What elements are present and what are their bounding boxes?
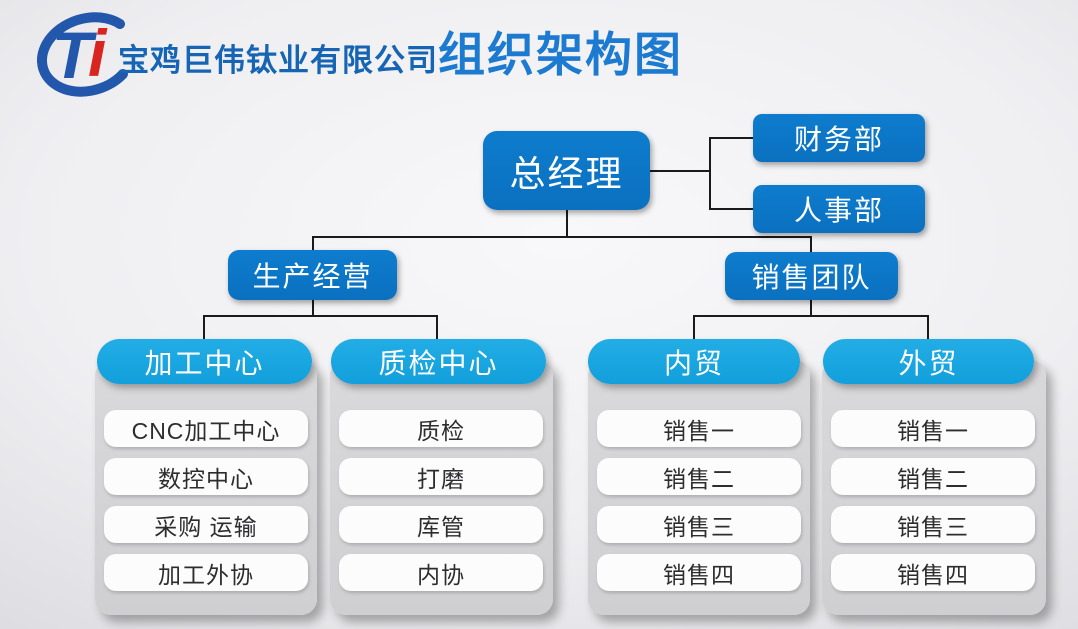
org-node-label: 财务部 [793, 124, 884, 155]
org-item-label: 采购 运输 [154, 513, 258, 540]
org-item-label: 销售三 [663, 513, 735, 540]
org-item: 销售一 [597, 410, 801, 447]
org-item: 质检 [339, 410, 543, 447]
org-item: 销售三 [831, 506, 1035, 543]
org-node-hr-dept: 人事部 [753, 185, 925, 233]
connector-line [709, 137, 753, 139]
org-item: 打磨 [339, 458, 543, 495]
org-node-label: 销售团队 [751, 262, 872, 293]
org-item: 内协 [339, 554, 543, 591]
org-item-label: 销售三 [897, 513, 969, 540]
org-item-label: CNC加工中心 [131, 417, 281, 444]
connector-line [693, 315, 929, 317]
org-item: 采购 运输 [104, 506, 308, 543]
org-item-label: 数控中心 [158, 465, 254, 492]
group-header-label: 内贸 [663, 347, 724, 379]
connector-line [312, 236, 314, 251]
org-item: CNC加工中心 [104, 410, 308, 447]
connector-line [203, 315, 438, 317]
org-item: 销售一 [831, 410, 1035, 447]
group-header-processing: 加工中心 [97, 339, 312, 384]
org-node-label: 总经理 [509, 152, 624, 194]
org-item: 数控中心 [104, 458, 308, 495]
org-node-general-manager: 总经理 [483, 131, 650, 210]
connector-line [312, 300, 314, 316]
connector-line [709, 137, 711, 210]
group-header-label: 加工中心 [144, 347, 265, 379]
company-name: 宝鸡巨伟钛业有限公司 [118, 43, 438, 78]
connector-line [566, 210, 568, 238]
group-header-foreign: 外贸 [823, 339, 1034, 384]
org-item: 加工外协 [104, 554, 308, 591]
connector-line [693, 315, 695, 340]
org-item-label: 销售四 [897, 561, 969, 588]
org-item-label: 质检 [417, 417, 465, 444]
logo-swoosh-icon [37, 12, 128, 97]
org-item: 销售二 [831, 458, 1035, 495]
connector-line [650, 170, 710, 172]
org-node-finance-dept: 财务部 [753, 114, 925, 162]
connector-line [810, 236, 812, 253]
connector-line [709, 208, 753, 210]
company-logo-icon: T i [37, 12, 128, 97]
org-item-label: 销售一 [663, 417, 735, 444]
org-item: 库管 [339, 506, 543, 543]
org-node-production: 生产经营 [228, 250, 397, 300]
logo-letter-t: T [52, 18, 97, 92]
connector-line [312, 236, 812, 238]
org-item-label: 加工外协 [158, 561, 254, 588]
org-item-label: 库管 [417, 513, 465, 540]
org-item-label: 销售一 [897, 417, 969, 444]
org-node-sales-team: 销售团队 [725, 252, 898, 300]
org-item: 销售四 [831, 554, 1035, 591]
connector-line [927, 315, 929, 340]
logo-letter-i: i [88, 16, 108, 90]
org-item: 销售二 [597, 458, 801, 495]
group-header-label: 外贸 [898, 347, 959, 379]
page-title: 组织架构图 [438, 28, 683, 81]
org-item-label: 销售二 [663, 465, 735, 492]
org-item: 销售三 [597, 506, 801, 543]
org-item-label: 打磨 [417, 465, 465, 492]
header: 宝鸡巨伟钛业有限公司组织架构图 [118, 16, 683, 85]
org-item-label: 销售四 [663, 561, 735, 588]
group-header-domestic: 内贸 [588, 339, 800, 384]
connector-line [810, 300, 812, 316]
org-node-label: 生产经营 [252, 261, 373, 292]
org-node-label: 人事部 [793, 195, 884, 226]
org-item: 销售四 [597, 554, 801, 591]
org-item-label: 内协 [417, 561, 465, 588]
connector-line [203, 315, 205, 340]
connector-line [436, 315, 438, 340]
group-header-quality: 质检中心 [331, 339, 546, 384]
org-item-label: 销售二 [897, 465, 969, 492]
group-header-label: 质检中心 [378, 347, 499, 379]
